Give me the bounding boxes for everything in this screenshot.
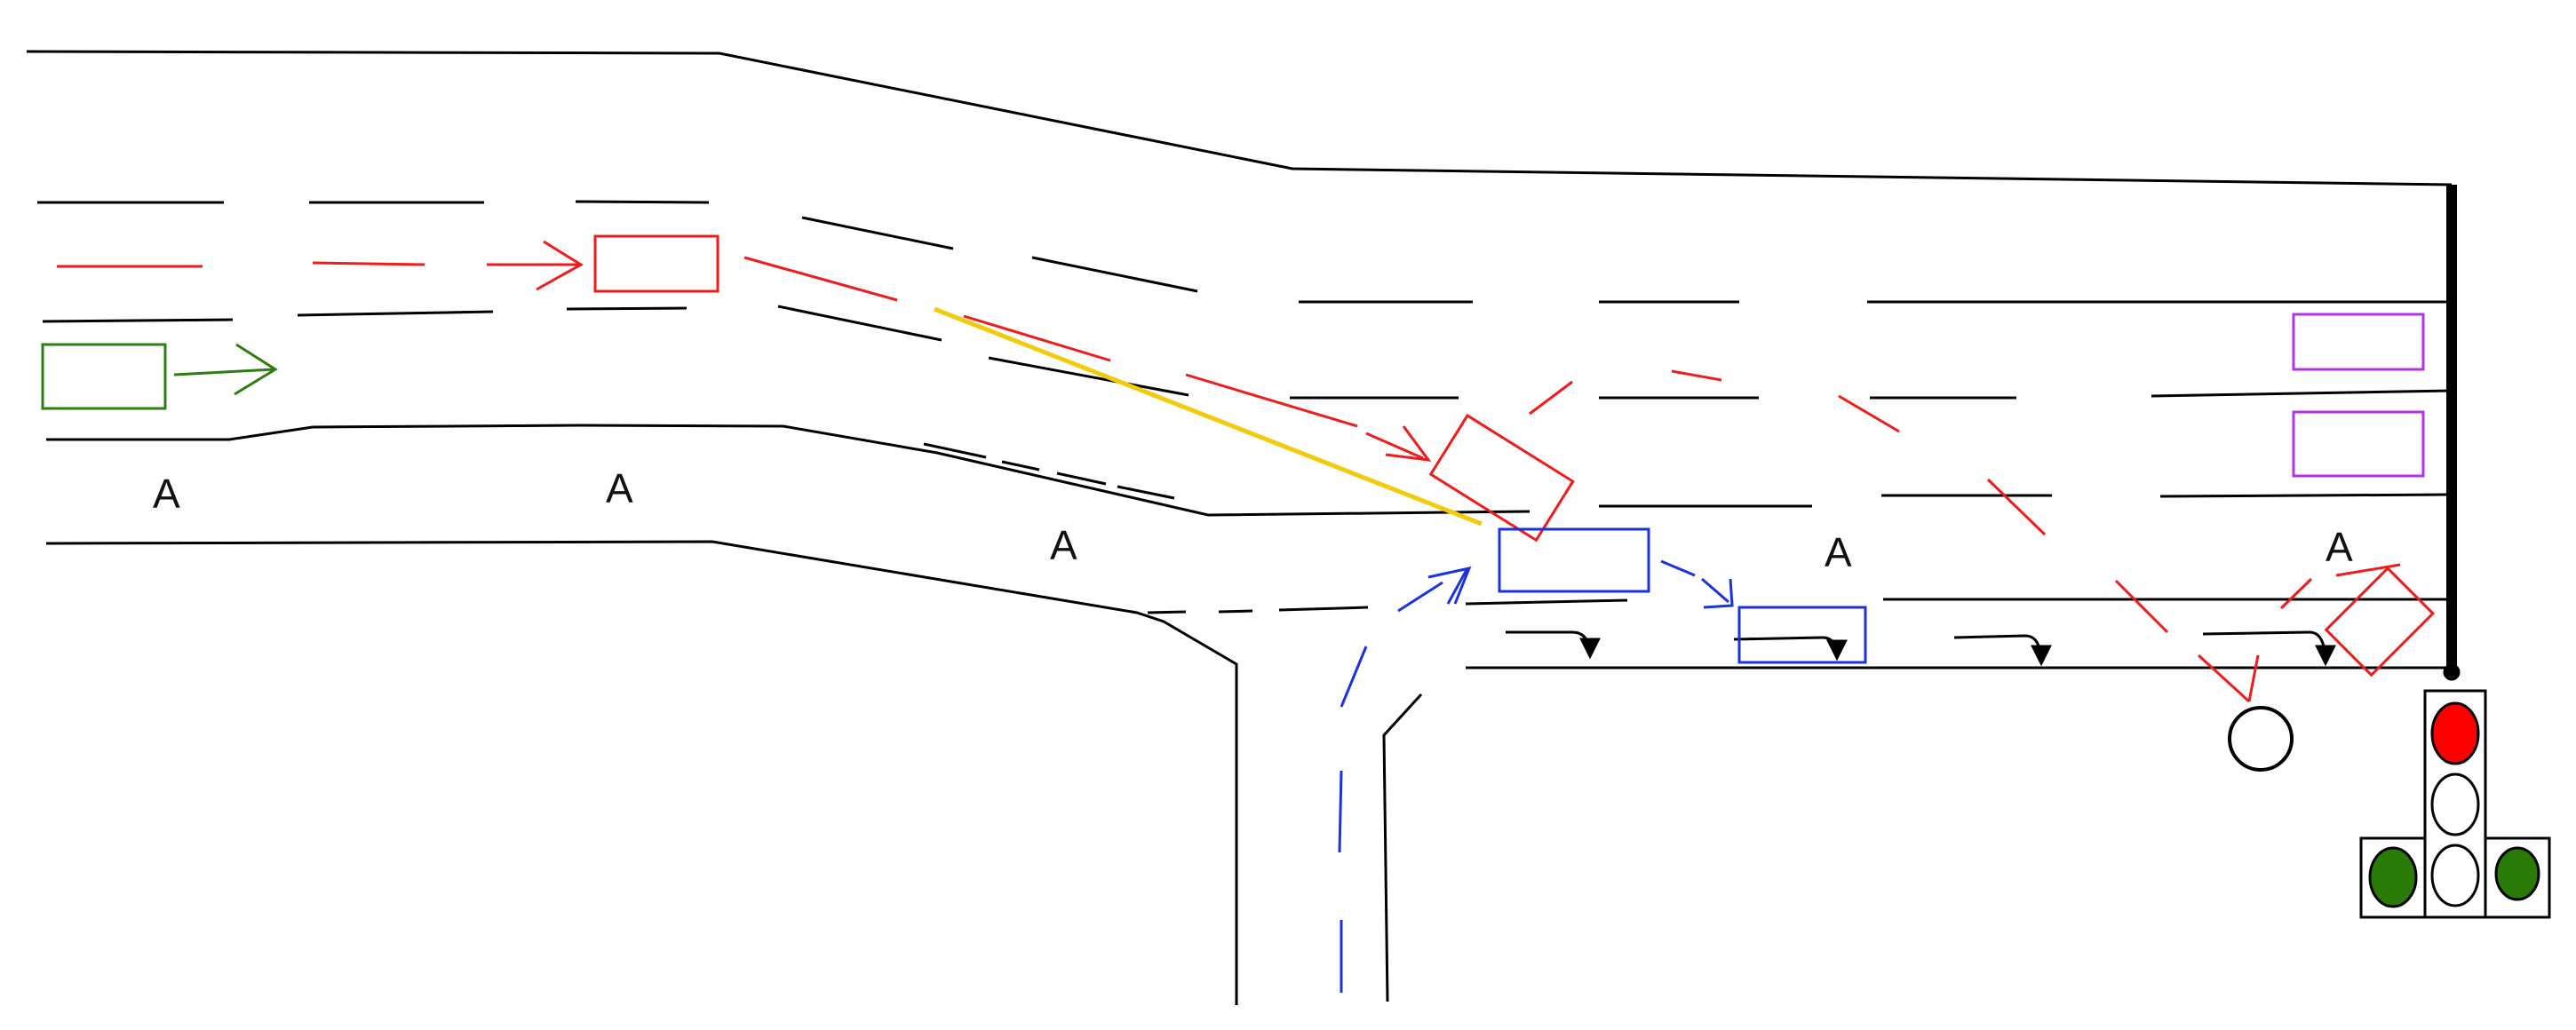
green-vehicle-body [41, 343, 167, 410]
lane-label: A [1825, 529, 1852, 575]
signal-light-left-arrow [2368, 846, 2418, 908]
lane-label: A [606, 465, 633, 511]
purple-vehicles [2292, 313, 2425, 478]
right-turn-arrow-icon [2202, 630, 2336, 667]
signal-light-amber [2430, 772, 2480, 836]
red-vehicle-body [593, 234, 720, 293]
signal-light-red [2430, 701, 2480, 765]
side-road-right-edge [1382, 693, 1423, 1002]
lane-label: A [153, 471, 180, 517]
turn-arrows [1506, 630, 2336, 667]
circle-icon [2228, 706, 2294, 772]
blue-vehicle-body [1498, 527, 1650, 593]
road-top-edge [26, 50, 2453, 186]
signal-light-green [2430, 844, 2480, 907]
red-vehicle-body-turning [1428, 413, 1575, 543]
red-vehicle-path [57, 234, 2436, 703]
right-turn-arrow-icon [1506, 630, 1601, 660]
signal-light-right-arrow [2494, 846, 2540, 901]
traffic-signal [2359, 689, 2551, 919]
lane-labels: A A A A A [153, 465, 2353, 575]
right-turn-arrow-icon [1733, 636, 1848, 662]
arrow-icon [173, 343, 278, 396]
red-vehicle-body-final [2324, 566, 2436, 677]
arrow-icon [1427, 566, 1472, 605]
lane-label: A [2326, 524, 2353, 570]
purple-vehicle [2292, 313, 2425, 371]
green-vehicle [41, 343, 278, 410]
lane-markings [37, 200, 2453, 614]
blue-vehicle-path [1338, 527, 1867, 993]
sight-line [934, 306, 1483, 527]
blue-vehicle-body-second [1737, 606, 1867, 664]
arrow-icon [1701, 577, 1734, 609]
road-edges [26, 50, 2461, 1005]
purple-vehicle [2292, 410, 2425, 478]
lane-label: A [1050, 522, 1077, 568]
road-bottom-edge-left [45, 540, 1238, 1005]
stop-line-end-dot [2443, 663, 2461, 681]
arrow-icon [487, 240, 584, 291]
right-turn-arrow-icon [1953, 634, 2052, 667]
arrow-icon [1365, 425, 1432, 462]
